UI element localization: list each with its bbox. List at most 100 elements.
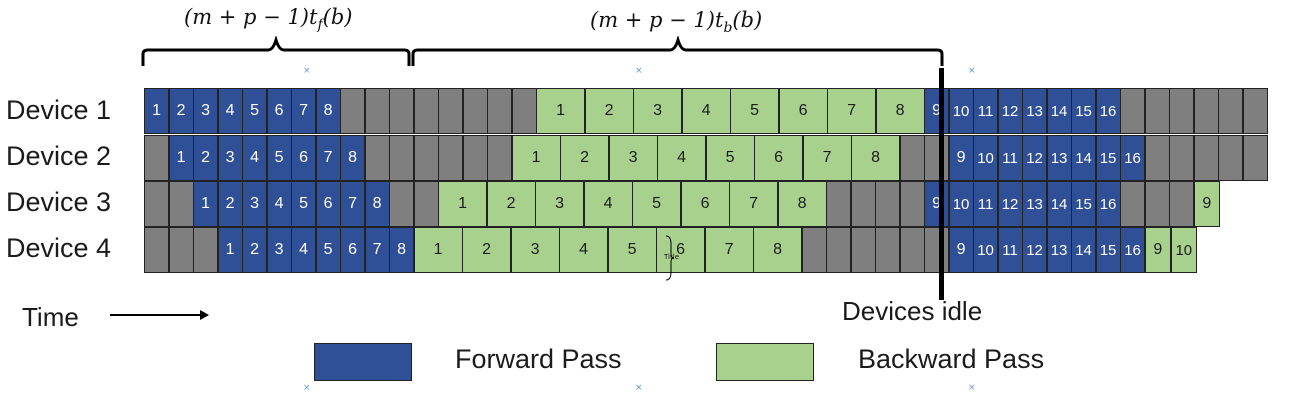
forward-pass-cell: 6 — [291, 135, 317, 181]
marker-x: × — [968, 66, 976, 76]
marker-x: × — [303, 66, 311, 76]
idle-cell — [1169, 181, 1195, 227]
legend-backward-label: Backward Pass — [858, 344, 1045, 374]
forward-pass-cell: 11 — [997, 227, 1023, 273]
forward-pass-cell: 8 — [315, 88, 341, 134]
forward-pass-cell: 5 — [291, 181, 317, 227]
device-label: Device 4 — [6, 233, 112, 263]
forward-pass-cell: 10 — [973, 135, 999, 181]
forward-pass-cell: 15 — [1095, 135, 1121, 181]
forward-pass-cell: 11 — [997, 135, 1023, 181]
idle-cell — [850, 227, 876, 273]
forward-pass-cell: 6 — [315, 181, 341, 227]
forward-pass-cell: 13 — [1022, 181, 1048, 227]
forward-pass-cell: 7 — [364, 227, 390, 273]
forward-pass-cell: 5 — [266, 135, 292, 181]
small-brace — [665, 235, 675, 281]
legend-backward-swatch — [716, 343, 814, 381]
backward-pass-cell: 4 — [583, 181, 633, 227]
backward-pass-cell: 2 — [486, 181, 536, 227]
idle-cell — [850, 181, 876, 227]
backward-pass-cell: 4 — [559, 227, 609, 273]
time-label: Time — [22, 302, 79, 332]
backward-pass-cell: 5 — [607, 227, 657, 273]
idle-cell — [364, 88, 390, 134]
backward-pass-cell: 7 — [729, 181, 779, 227]
idle-cell — [1218, 135, 1244, 181]
idle-cell — [875, 181, 901, 227]
idle-cell — [168, 181, 194, 227]
idle-divider-line — [939, 68, 944, 300]
idle-cell — [924, 227, 950, 273]
idle-cell — [899, 227, 925, 273]
forward-pass-cell: 12 — [997, 88, 1023, 134]
forward-pass-cell: 2 — [217, 181, 243, 227]
forward-pass-cell: 6 — [266, 88, 292, 134]
forward-pass-cell: 5 — [242, 88, 268, 134]
forward-pass-cell: 8 — [340, 135, 366, 181]
legend-forward-swatch — [314, 343, 412, 381]
forward-pass-cell: 16 — [1095, 181, 1121, 227]
backward-pass-cell: 9 — [1144, 227, 1172, 273]
device-label: Device 3 — [6, 187, 112, 217]
idle-cell — [1242, 135, 1268, 181]
backward-pass-cell: 3 — [535, 181, 585, 227]
backward-pass-cell: 4 — [657, 135, 707, 181]
forward-pass-cell: 5 — [315, 227, 341, 273]
forward-pass-cell: 4 — [266, 181, 292, 227]
backward-pass-cell: 7 — [704, 227, 754, 273]
backward-pass-cell: 3 — [633, 88, 683, 134]
forward-pass-cell: 7 — [315, 135, 341, 181]
backward-pass-cell: 5 — [632, 181, 682, 227]
backward-pass-cell: 6 — [754, 135, 804, 181]
idle-cell — [899, 181, 925, 227]
forward-pass-cell: 7 — [291, 88, 317, 134]
backward-pass-cell: 2 — [462, 227, 512, 273]
forward-pass-cell: 3 — [217, 135, 243, 181]
marker-x: × — [968, 383, 976, 393]
forward-pass-cell: 10 — [948, 88, 974, 134]
backward-pass-cell: 2 — [584, 88, 634, 134]
idle-cell — [389, 181, 415, 227]
idle-cell — [826, 227, 852, 273]
marker-x: × — [303, 383, 311, 393]
idle-cell — [1193, 88, 1219, 134]
idle-cell — [1144, 135, 1170, 181]
forward-duration-formula: (m + p − 1)tf(b) — [184, 5, 353, 34]
forward-pass-cell: 12 — [1022, 227, 1048, 273]
backward-pass-cell: 6 — [778, 88, 828, 134]
backward-pass-cell: 8 — [753, 227, 803, 273]
idle-cell — [340, 88, 366, 134]
forward-pass-cell: 3 — [242, 181, 268, 227]
idle-cell — [144, 135, 170, 181]
forward-pass-cell: 4 — [217, 88, 243, 134]
idle-cell — [511, 88, 537, 134]
tiny-label: Title — [664, 253, 680, 261]
forward-pass-cell: 2 — [242, 227, 268, 273]
forward-pass-cell: 1 — [168, 135, 194, 181]
idle-cell — [1120, 88, 1146, 134]
forward-pass-cell: 4 — [242, 135, 268, 181]
forward-pass-cell: 16 — [1120, 135, 1146, 181]
forward-pass-cell: 13 — [1022, 88, 1048, 134]
forward-pass-cell: 14 — [1046, 181, 1072, 227]
idle-cell — [1169, 88, 1195, 134]
backward-pass-cell: 1 — [438, 181, 488, 227]
idle-cell — [899, 135, 925, 181]
forward-pass-cell: 3 — [193, 88, 219, 134]
idle-cell — [487, 88, 513, 134]
backward-pass-cell: 6 — [656, 227, 706, 273]
forward-pass-cell: 4 — [291, 227, 317, 273]
forward-pass-cell: 11 — [973, 181, 999, 227]
forward-pass-cell: 9 — [924, 181, 950, 227]
forward-pass-cell: 10 — [948, 181, 974, 227]
idle-cell — [144, 227, 170, 273]
backward-pass-cell: 8 — [851, 135, 901, 181]
backward-pass-cell: 2 — [560, 135, 610, 181]
backward-pass-cell: 1 — [511, 135, 561, 181]
idle-cell — [1218, 88, 1244, 134]
forward-pass-cell: 8 — [389, 227, 415, 273]
idle-cell — [1120, 181, 1146, 227]
forward-pass-cell: 11 — [973, 88, 999, 134]
backward-pass-cell: 7 — [802, 135, 852, 181]
